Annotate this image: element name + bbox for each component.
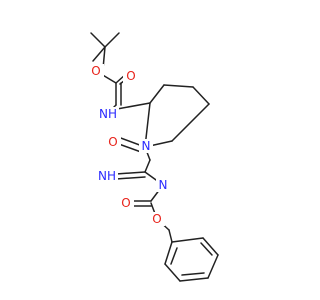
bond — [115, 171, 146, 175]
atom-label: O — [152, 212, 161, 226]
atom-n-carbamate-bottom: N — [156, 178, 170, 192]
bond — [92, 46, 106, 62]
bond — [144, 159, 151, 173]
bond-lines — [90, 32, 219, 282]
atom-label: N — [142, 139, 151, 153]
atom-o-carbonyl-bottom: O — [118, 196, 134, 210]
bond — [116, 102, 151, 110]
bond — [202, 237, 219, 256]
bond — [192, 86, 210, 105]
atom-n-carbamate-top: NH — [97, 107, 119, 121]
bond — [171, 237, 204, 243]
bond — [115, 176, 146, 180]
atom-label: NH — [98, 169, 116, 183]
atom-label: O — [91, 64, 100, 78]
atom-label: O — [108, 135, 117, 149]
bond — [163, 84, 194, 88]
atom-o-ether-bottom: O — [149, 212, 165, 226]
atom-o-carbonyl-top: O — [123, 69, 139, 83]
bond — [181, 272, 205, 276]
bond — [200, 242, 213, 256]
atom-labels: O O NH O N NH N O — [88, 64, 170, 226]
atom-o-lactam: O — [105, 135, 121, 149]
atom-label: O — [121, 196, 130, 210]
atom-label: N — [159, 178, 168, 192]
bond — [207, 254, 219, 279]
atom-n-imine: NH — [96, 169, 118, 183]
atom-o-ether-top: O — [88, 64, 104, 78]
bond — [149, 84, 165, 104]
atom-n-ring: N — [139, 139, 153, 153]
bond — [164, 263, 181, 282]
bond — [90, 32, 106, 48]
bond — [164, 241, 173, 265]
bond — [170, 247, 178, 265]
bond — [104, 32, 120, 48]
bond — [171, 103, 210, 142]
atom-label: NH — [99, 107, 117, 121]
bond — [168, 229, 173, 243]
bond — [179, 277, 209, 282]
atom-label: O — [126, 69, 135, 83]
molecule-structure: O O NH O N NH N O — [88, 32, 219, 282]
